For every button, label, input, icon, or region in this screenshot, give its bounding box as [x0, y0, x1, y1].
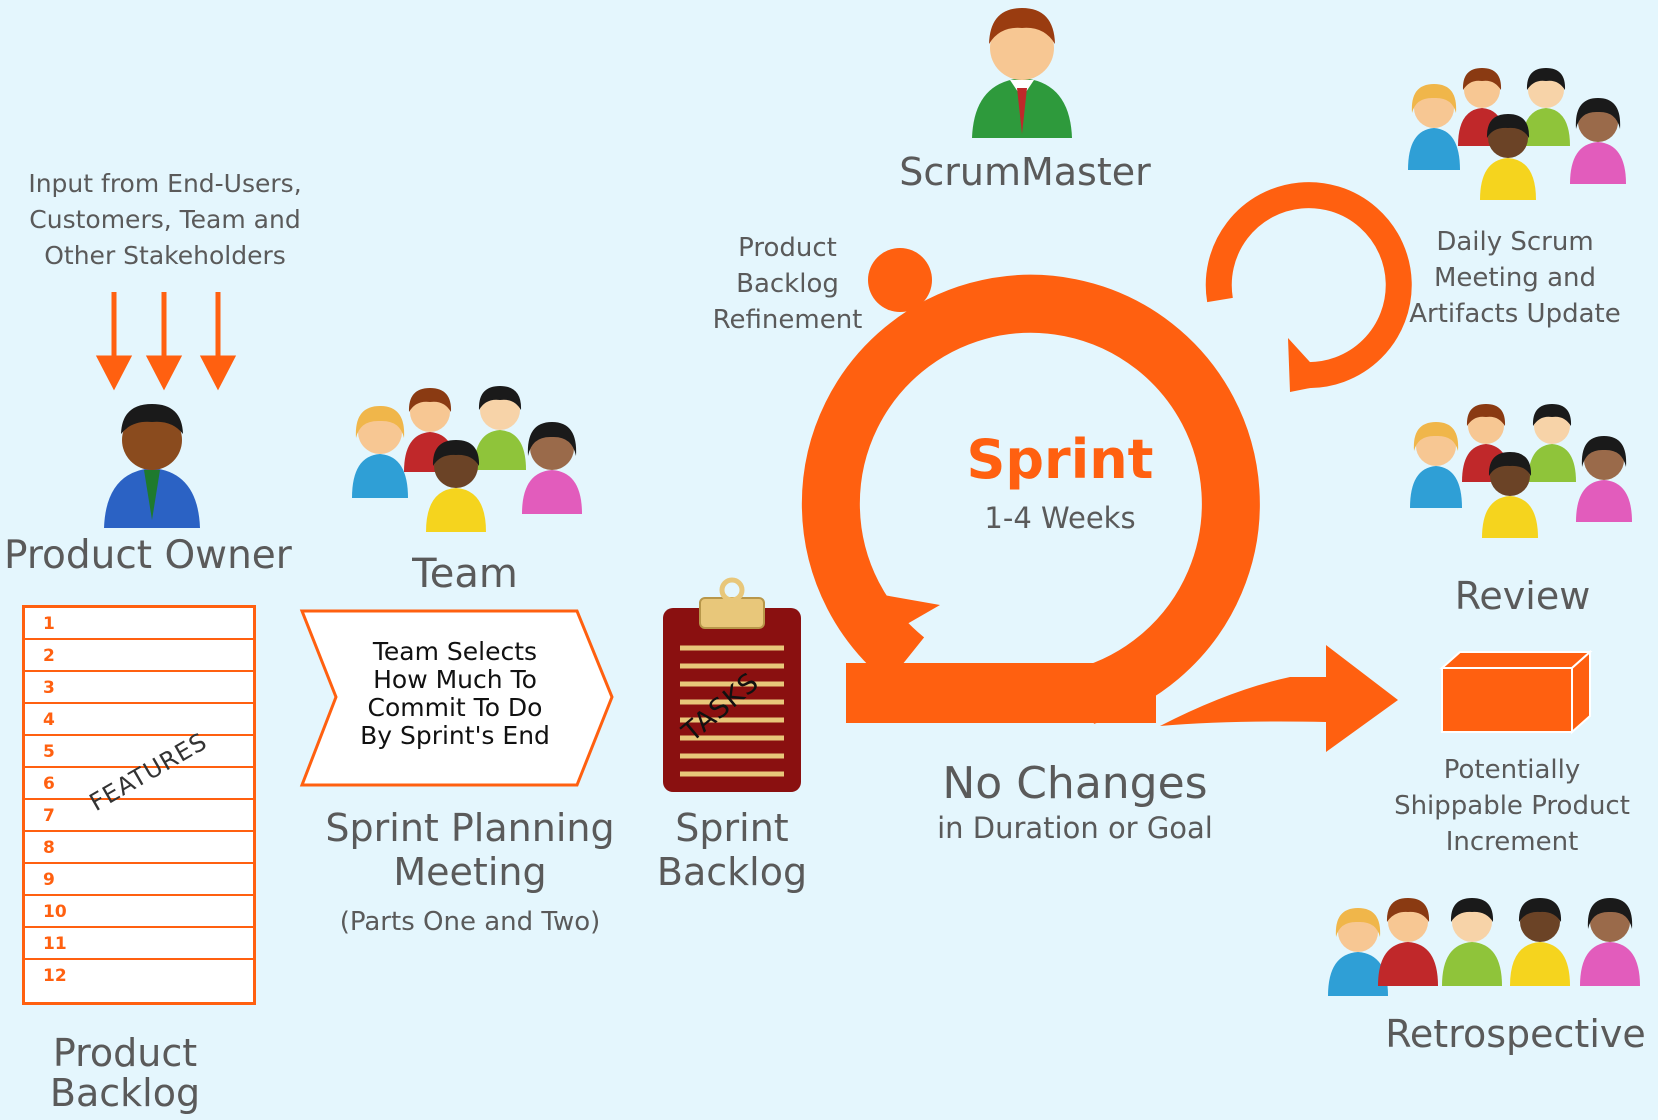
- sprint-title: Sprint: [966, 428, 1154, 491]
- product-owner-label: Product Owner: [4, 533, 292, 578]
- product-backlog-row: 12: [25, 960, 253, 992]
- backlog-refinement-text: Product Backlog Refinement: [700, 230, 875, 338]
- team-label: Team: [412, 551, 518, 597]
- daily-loop-arrowhead: [1288, 338, 1330, 392]
- sprint-backlog-label: Sprint Backlog: [642, 806, 822, 894]
- refinement-line: Refinement: [712, 305, 863, 335]
- daily-scrum-text: Daily Scrum Meeting and Artifacts Update: [1390, 224, 1640, 332]
- chevron-line: Commit To Do: [367, 693, 543, 722]
- product-backlog-row: 6: [25, 768, 253, 800]
- chevron-line: By Sprint's End: [360, 721, 550, 750]
- product-backlog-row: 10: [25, 896, 253, 928]
- row-number: 5: [43, 742, 55, 762]
- product-backlog-row: 9: [25, 864, 253, 896]
- refinement-line: Product: [738, 233, 837, 263]
- row-number: 12: [43, 966, 67, 986]
- row-number: 11: [43, 934, 67, 954]
- sprint-planning-title: Sprint Planning Meeting: [310, 806, 630, 894]
- row-number: 10: [43, 902, 67, 922]
- review-label: Review: [1454, 574, 1591, 618]
- planning-title-line: Sprint Planning: [325, 806, 615, 850]
- row-number: 1: [43, 614, 55, 634]
- planning-chevron-text: Team Selects How Much To Commit To Do By…: [330, 638, 580, 750]
- team-icon: [352, 386, 582, 532]
- daily-scrum-line: Daily Scrum: [1436, 227, 1594, 257]
- planning-chevron: [299, 609, 614, 787]
- product-backlog-table: 1 2 3 4 5 6 7 8 9 10 11 12 FEATURES: [22, 605, 256, 1005]
- product-backlog-row: 7: [25, 800, 253, 832]
- chevron-line: How Much To: [373, 665, 537, 694]
- sprint-planning-subtitle: (Parts One and Two): [339, 907, 601, 937]
- sprint-backlog-label-line: Sprint: [675, 806, 789, 850]
- product-backlog-row: 3: [25, 672, 253, 704]
- row-number: 4: [43, 710, 55, 730]
- output-arrow: [1160, 645, 1398, 752]
- refinement-line: Backlog: [736, 269, 839, 299]
- scrum-master-label: ScrumMaster: [899, 150, 1151, 194]
- input-text: Input from End-Users, Customers, Team an…: [0, 166, 330, 274]
- sprint-flow-band: [846, 663, 1156, 723]
- review-team-icon: [1410, 404, 1632, 538]
- no-changes-title: No Changes: [942, 758, 1208, 809]
- retrospective-team-icon: [1328, 898, 1640, 996]
- increment-line: Increment: [1445, 827, 1579, 857]
- row-number: 9: [43, 870, 55, 890]
- sprint-duration: 1-4 Weeks: [984, 501, 1136, 535]
- scrum-master-icon: [972, 8, 1072, 138]
- row-number: 3: [43, 678, 55, 698]
- product-backlog-row: 2: [25, 640, 253, 672]
- product-owner-icon: [104, 404, 200, 528]
- sprint-inner-arrowhead: [855, 590, 940, 650]
- product-backlog-row: 11: [25, 928, 253, 960]
- row-number: 6: [43, 774, 55, 794]
- product-backlog-row: 1: [25, 608, 253, 640]
- daily-scrum-team-icon: [1408, 68, 1626, 200]
- daily-scrum-line: Meeting and: [1433, 263, 1596, 293]
- product-increment-box: [1439, 649, 1593, 735]
- increment-text: Potentially Shippable Product Increment: [1376, 752, 1648, 860]
- chevron-line: Team Selects: [372, 637, 538, 666]
- product-backlog-row: 8: [25, 832, 253, 864]
- input-arrows: [95, 292, 237, 391]
- increment-line: Potentially: [1443, 755, 1581, 785]
- sprint-backlog-label-line: Backlog: [656, 850, 808, 894]
- input-line: Customers, Team and: [29, 205, 301, 234]
- retrospective-label: Retrospective: [1385, 1012, 1646, 1056]
- product-backlog-row: 4: [25, 704, 253, 736]
- product-backlog-label-line: Product: [52, 1031, 198, 1075]
- input-line: Other Stakeholders: [44, 241, 286, 270]
- product-backlog-row: 5: [25, 736, 253, 768]
- row-number: 2: [43, 646, 55, 666]
- planning-title-line: Meeting: [393, 850, 547, 894]
- no-changes-subtitle: in Duration or Goal: [937, 811, 1213, 845]
- sprint-backlog-clipboard: [663, 577, 801, 792]
- row-number: 8: [43, 838, 55, 858]
- product-backlog-label-line: Backlog: [49, 1071, 201, 1115]
- input-line: Input from End-Users,: [28, 169, 302, 198]
- row-number: 7: [43, 806, 55, 826]
- daily-scrum-line: Artifacts Update: [1409, 299, 1621, 329]
- sprint-cycle: [801, 182, 1412, 724]
- increment-line: Shippable Product: [1394, 791, 1630, 821]
- product-backlog-label: Product Backlog: [20, 1033, 230, 1113]
